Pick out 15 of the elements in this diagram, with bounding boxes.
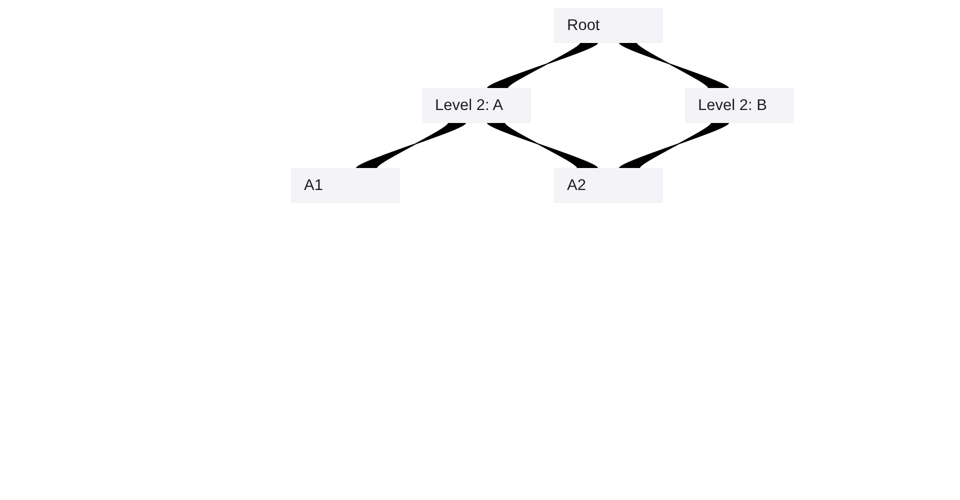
tree-node-box — [291, 168, 400, 203]
node-label: Level 2: A — [435, 96, 504, 114]
connector — [619, 42, 729, 88]
connector — [487, 42, 598, 88]
tree-node-box — [685, 88, 794, 123]
connector — [487, 122, 598, 168]
node-label: Root — [567, 16, 600, 34]
node-label: A2 — [567, 176, 586, 194]
tree-node-box — [554, 168, 663, 203]
node-label: Level 2: B — [698, 96, 767, 114]
connector — [356, 122, 466, 168]
connector — [619, 122, 729, 168]
tree-node-box — [422, 88, 531, 123]
tree-node-box — [554, 8, 663, 43]
node-label: A1 — [304, 176, 323, 194]
